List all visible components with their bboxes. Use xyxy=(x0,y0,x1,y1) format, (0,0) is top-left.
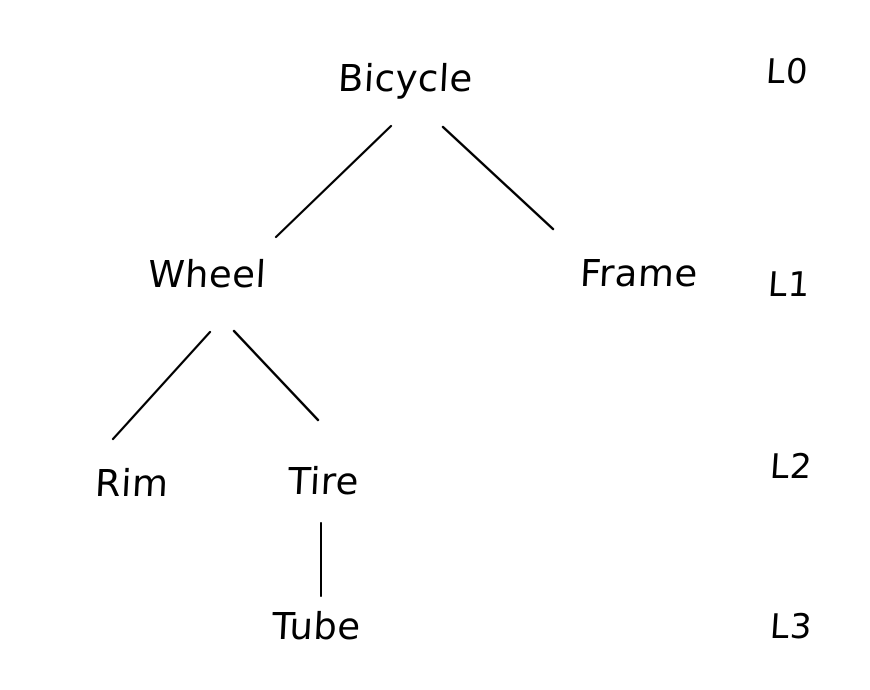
level-label-l1: L1 xyxy=(766,265,812,305)
level-label-l0: L0 xyxy=(764,52,810,92)
node-tube: Tube xyxy=(270,605,362,648)
node-tire: Tire xyxy=(286,460,361,503)
node-bicycle: Bicycle xyxy=(336,57,474,100)
node-frame: Frame xyxy=(578,252,699,295)
node-rim: Rim xyxy=(93,462,170,505)
level-label-l2: L2 xyxy=(768,447,814,487)
edge-wheel-tire xyxy=(232,329,320,422)
node-wheel: Wheel xyxy=(146,253,268,296)
edge-wheel-rim xyxy=(111,330,212,441)
edge-bicycle-frame xyxy=(441,125,555,231)
level-label-l3: L3 xyxy=(768,607,814,647)
edge-bicycle-wheel xyxy=(274,124,393,239)
